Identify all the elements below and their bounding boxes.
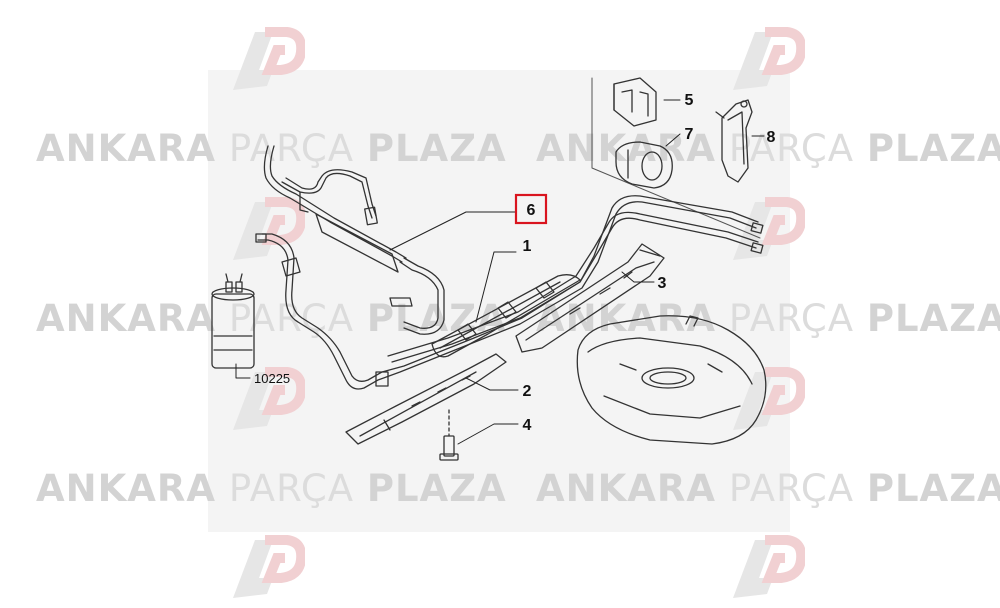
callout-10225: 10225 <box>254 371 290 386</box>
highlight-box <box>514 193 548 225</box>
callout-7: 7 <box>685 126 694 143</box>
part-7-grommet <box>615 141 673 189</box>
watermark-logo <box>733 535 805 598</box>
watermark-logo <box>233 197 305 260</box>
leader-7 <box>665 133 681 147</box>
leader-6 <box>389 211 517 251</box>
diagram-background <box>208 70 790 532</box>
leader-2 <box>465 377 519 391</box>
callout-3: 3 <box>658 275 667 292</box>
leader-10225 <box>235 363 251 379</box>
watermark-logo <box>233 27 305 90</box>
watermark-text: ANKARA PARÇA PLAZA <box>36 297 507 340</box>
callout-1: 1 <box>523 238 532 255</box>
part-3-bracket <box>515 243 665 353</box>
callout-4: 4 <box>523 417 532 434</box>
part-4-bolt <box>439 409 459 461</box>
callout-8: 8 <box>767 129 776 146</box>
leader-1 <box>475 251 517 323</box>
part-6-fuel-line <box>263 145 445 335</box>
watermark-logo <box>233 535 305 598</box>
watermark-text: ANKARA PARÇA PLAZA <box>536 467 1000 510</box>
callout-6: 6 <box>527 202 536 219</box>
callout-5: 5 <box>685 92 694 109</box>
inset-border <box>591 77 761 239</box>
watermark-logo <box>233 367 305 430</box>
leader-4 <box>457 423 519 445</box>
part-10225-fuel-filter <box>211 273 255 369</box>
part-1-shield <box>431 274 581 358</box>
watermark-logo <box>733 27 805 90</box>
part-8-bracket <box>715 99 753 183</box>
part-5-clip <box>613 77 657 127</box>
fuel-tank <box>576 315 767 445</box>
callout-2: 2 <box>523 383 532 400</box>
leader-3 <box>621 271 655 283</box>
watermark-text: ANKARA PARÇA PLAZA <box>36 467 507 510</box>
watermark-text: ANKARA PARÇA PLAZA <box>536 127 1000 170</box>
fuel-pipe-pair <box>255 195 764 390</box>
watermark-text: ANKARA PARÇA PLAZA <box>36 127 507 170</box>
watermark-logo <box>733 367 805 430</box>
